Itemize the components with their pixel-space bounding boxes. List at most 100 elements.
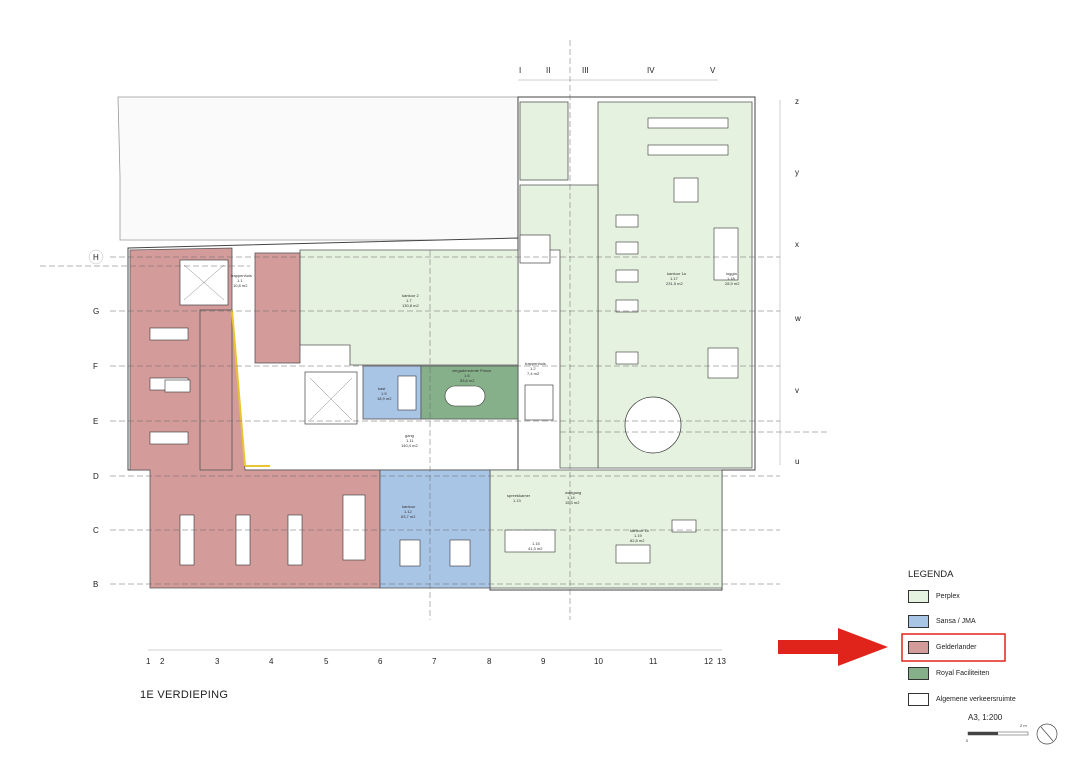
grid-label: y xyxy=(795,168,799,177)
scale-bar: 0 2 m xyxy=(966,723,1029,743)
room-name: vergaderruimte Prince xyxy=(452,368,492,373)
grid-label: 4 xyxy=(269,657,274,666)
page-title: 1E VERDIEPING xyxy=(140,689,229,701)
scale-bar-end: 2 m xyxy=(1020,723,1027,728)
legend-item-sansa: Sansa / JMA xyxy=(908,614,976,628)
grid-label: 8 xyxy=(487,657,492,666)
legend-title: LEGENDA xyxy=(908,569,954,580)
top-grid-labels: I II III IV V xyxy=(518,66,718,81)
room-area: 10,8 m2 xyxy=(233,283,248,288)
legend-label: Gelderlander xyxy=(936,643,977,651)
bottom-grid-labels: 1 2 3 4 5 6 7 8 9 10 11 12 13 xyxy=(146,649,726,666)
grid-label: 6 xyxy=(378,657,383,666)
grid-label: x xyxy=(795,240,799,249)
legend-highlight-box xyxy=(901,633,1006,662)
room-name: kantoor 2 xyxy=(402,293,419,298)
room-id: 1.15 xyxy=(532,541,541,546)
legend-label: Algemene verkeersruimte xyxy=(936,695,1016,703)
grid-label: u xyxy=(795,457,799,466)
zone-gelderlander xyxy=(129,247,381,589)
grid-label: 12 xyxy=(704,657,713,666)
legend-swatch xyxy=(908,640,929,654)
room-name: loggia xyxy=(726,271,737,276)
room-name: trappenhuis xyxy=(231,273,252,278)
legend-swatch xyxy=(908,666,929,680)
grid-label: 10 xyxy=(594,657,603,666)
north-arrow-icon xyxy=(1036,723,1058,745)
legend-item-gelderlander: Gelderlander xyxy=(908,640,976,654)
grid-label: 2 xyxy=(160,657,165,666)
grid-label: 1 xyxy=(146,657,151,666)
room-name: kantoor xyxy=(402,504,416,509)
room-id: 1.5 xyxy=(381,391,387,396)
room-area: 41,3 m2 xyxy=(528,546,543,551)
room-name: kantoor 1a xyxy=(667,271,687,276)
room-area: 130,8 m2 xyxy=(402,303,419,308)
grid-label: 9 xyxy=(541,657,546,666)
room-name: trappenhuis xyxy=(525,361,546,366)
room-name: kast xyxy=(378,386,386,391)
room-name: spreekkamer xyxy=(507,493,531,498)
grid-label: V xyxy=(710,66,716,75)
room-name: gang xyxy=(405,433,414,438)
room-id: 1.14 xyxy=(567,495,576,500)
room-labels: kantoor 2 1.7 130,8 m2 vergaderruimte Pr… xyxy=(231,271,740,551)
room-id: 1.19 xyxy=(634,533,643,538)
grid-label: G xyxy=(93,307,99,316)
legend-item-algemene: Algemene verkeersruimte xyxy=(908,692,1016,706)
grid-label: F xyxy=(93,362,98,371)
grid-label: z xyxy=(795,97,799,106)
room-id: 1.2 xyxy=(530,366,536,371)
left-grid-labels: H G F E D C B xyxy=(88,249,104,589)
grid-label: 3 xyxy=(215,657,220,666)
grid-label: 11 xyxy=(649,657,658,666)
scale-label: A3, 1:200 xyxy=(968,713,1003,722)
grid-label: v xyxy=(795,386,799,395)
legend-item-royal: Royal Faciliteiten xyxy=(908,666,989,680)
legend-label: Sansa / JMA xyxy=(936,617,976,625)
grid-label: II xyxy=(546,66,550,75)
legend-label: Perplex xyxy=(936,592,960,600)
room-id: 1.6 xyxy=(464,373,470,378)
grid-label: III xyxy=(582,66,589,75)
room-area: 18,9 m2 xyxy=(377,396,392,401)
room-name: wadgang xyxy=(565,490,581,495)
grid-label: 5 xyxy=(324,657,329,666)
room-id: 1.11 xyxy=(406,438,414,443)
legend-swatch xyxy=(908,692,929,706)
room-area: 231,5 m2 xyxy=(666,281,683,286)
room-id: 1.7 xyxy=(406,298,412,303)
grid-label: 13 xyxy=(717,657,726,666)
room-area: 140,4 m2 xyxy=(401,443,418,448)
legend-swatch xyxy=(908,614,929,628)
room-name: kantoor 1b xyxy=(630,528,650,533)
room-id: 1.17 xyxy=(670,276,679,281)
room-area: 15,3 m2 xyxy=(565,500,580,505)
grid-label: C xyxy=(93,526,99,535)
grid-label: H xyxy=(93,253,99,262)
room-area: 82,8 m2 xyxy=(630,538,645,543)
grid-label: 7 xyxy=(432,657,437,666)
scale-bar-zero: 0 xyxy=(966,738,969,743)
grid-label: D xyxy=(93,472,99,481)
room-id: 1.1 xyxy=(237,278,243,283)
grid-label: I xyxy=(519,66,521,75)
grid-label: B xyxy=(93,580,98,589)
room-id: 1.13 xyxy=(513,498,522,503)
highlight-arrow-icon xyxy=(778,628,888,666)
legend-label: Royal Faciliteiten xyxy=(936,669,990,677)
room-area: 63,7 m2 xyxy=(401,514,416,519)
legend-item-perplex: Perplex xyxy=(908,589,960,603)
grid-label: w xyxy=(794,314,801,323)
legend-swatch xyxy=(908,589,929,603)
room-area: 53,6 m2 xyxy=(460,378,475,383)
grid-label: IV xyxy=(647,66,655,75)
room-area: 7,4 m2 xyxy=(527,371,540,376)
room-id: 1.12 xyxy=(404,509,413,514)
room-area: 28,9 m2 xyxy=(725,281,740,286)
zone-sansa xyxy=(362,365,491,589)
right-grid-labels: z y x w v u xyxy=(779,97,801,466)
room-id: 1.18 xyxy=(727,276,736,281)
grid-label: E xyxy=(93,417,98,426)
